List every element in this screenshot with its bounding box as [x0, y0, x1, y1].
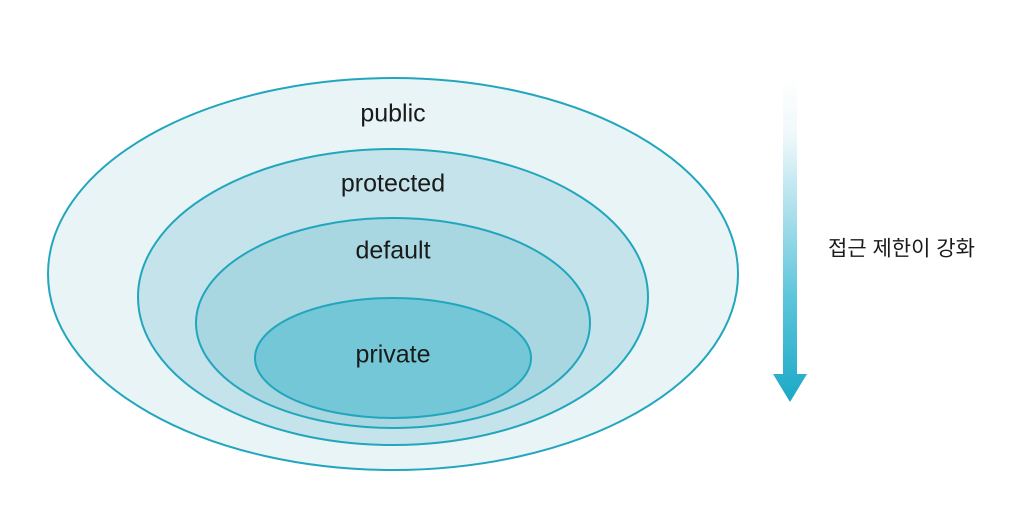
- private-ellipse-shape: [254, 297, 532, 419]
- scope-ellipse-private: private: [254, 297, 532, 419]
- default-label: default: [355, 237, 430, 265]
- arrow-caption-label: 접근 제한이 강화: [828, 238, 975, 261]
- protected-label: protected: [341, 170, 445, 198]
- arrow-down-icon: [773, 78, 807, 402]
- public-label: public: [360, 100, 425, 128]
- private-label: private: [355, 341, 430, 369]
- access-restriction-arrow: [773, 78, 807, 402]
